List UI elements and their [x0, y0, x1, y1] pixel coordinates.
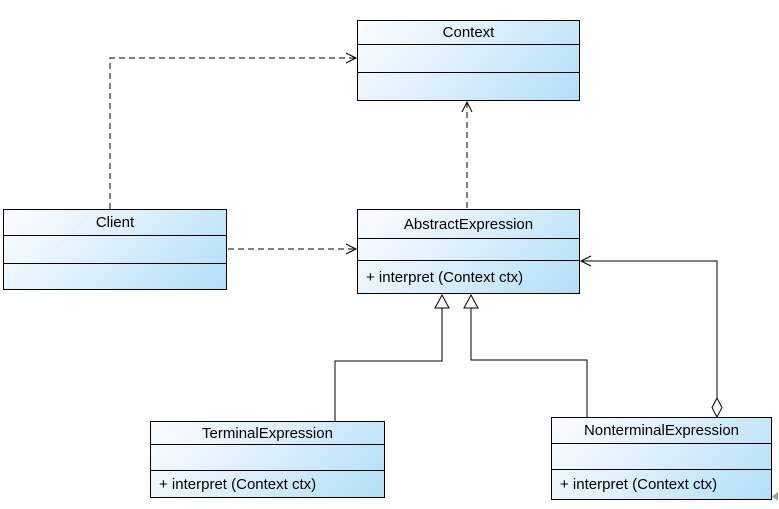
aggregation-nonterminalexpression-to-abstractexpression[interactable]: [579, 255, 723, 419]
class-box-context[interactable]: Context: [357, 20, 580, 101]
class-attributes-compartment: [151, 444, 384, 470]
class-attributes-compartment: [552, 443, 771, 469]
class-box-nonterminalexpression[interactable]: NonterminalExpression + interpret (Conte…: [551, 417, 772, 500]
class-methods-compartment: [358, 72, 579, 100]
dependency-line: [109, 57, 355, 209]
class-box-terminalexpression[interactable]: TerminalExpression + interpret (Context …: [150, 421, 385, 498]
class-methods-compartment: [4, 263, 226, 289]
open-arrowhead-icon: [461, 100, 473, 113]
generalization-nonterminalexpression-to-abstractexpression[interactable]: [463, 293, 588, 417]
corner-resize-arrow-icon: [772, 492, 778, 501]
class-box-abstractexpression[interactable]: AbstractExpression + interpret (Context …: [357, 209, 580, 294]
open-arrowhead-icon: [579, 255, 592, 267]
class-attributes-compartment: [358, 44, 579, 72]
aggregation-line: [581, 260, 718, 398]
generalization-line: [470, 308, 588, 417]
dependency-client-to-context[interactable]: [109, 52, 358, 209]
class-title: NonterminalExpression: [583, 422, 740, 439]
hollow-triangle-icon: [434, 293, 450, 309]
generalization-line: [334, 308, 443, 421]
dependency-client-to-abstractexpression[interactable]: [228, 243, 358, 255]
hollow-triangle-icon: [463, 293, 479, 309]
open-arrowhead-icon: [345, 243, 358, 255]
class-title: Client: [95, 214, 135, 231]
class-box-client[interactable]: Client: [3, 209, 227, 290]
class-title: TerminalExpression: [202, 424, 333, 442]
class-title: Context: [442, 24, 495, 41]
hollow-diamond-icon: [711, 396, 723, 419]
class-attributes-compartment: [4, 235, 226, 263]
class-methods-compartment: + interpret (Context ctx): [151, 470, 384, 497]
class-methods-compartment: + interpret (Context ctx): [552, 469, 771, 499]
class-attributes-compartment: [358, 238, 579, 260]
class-methods-compartment: + interpret (Context ctx): [358, 260, 579, 293]
generalization-terminalexpression-to-abstractexpression[interactable]: [334, 293, 450, 421]
open-arrowhead-icon: [345, 52, 358, 64]
class-title: AbstractExpression: [403, 215, 534, 233]
dependency-abstractexpression-to-context[interactable]: [461, 100, 473, 208]
